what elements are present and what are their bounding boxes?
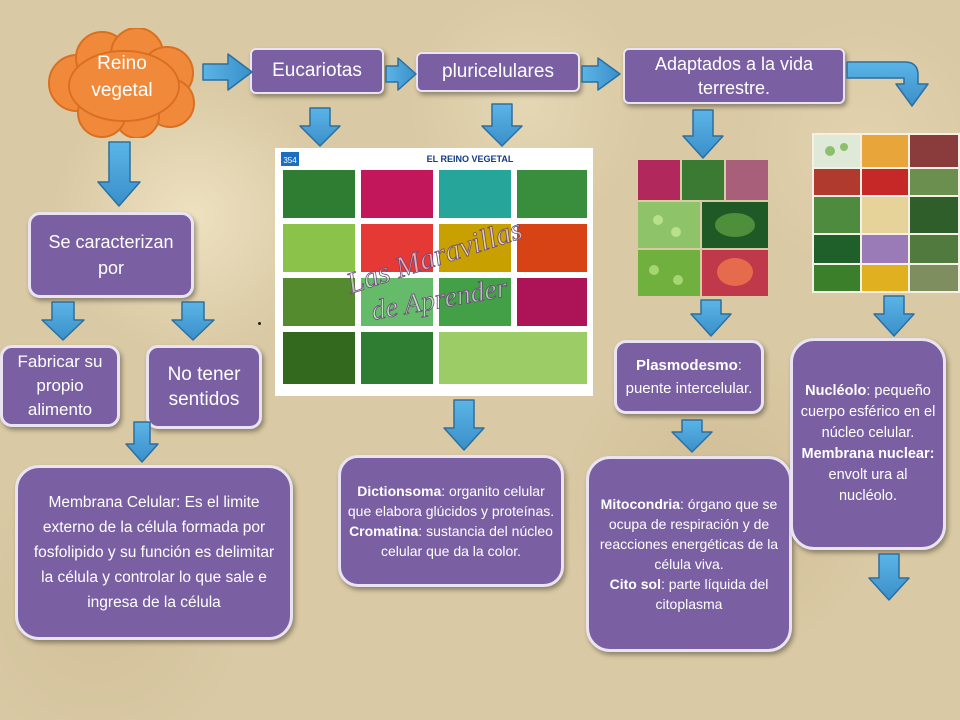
vegetal-label: vegetal [91,80,153,101]
membrana-nuclear-term: Membrana nuclear: [801,446,935,462]
arrow-poster-down [443,399,485,451]
cromatina-term: Cromatina [349,523,419,539]
arrow-grid-down [873,295,915,337]
plants-grid [812,133,960,293]
dictionsoma-box: Dictionsoma: organito celular que elabor… [338,455,564,587]
poster-title: EL REINO VEGETAL [427,154,514,164]
mitocondria-box: Mitocondria: órgano que se ocupa de resp… [586,456,792,652]
membrana-nuclear-text: envolt ura al nucléolo. [828,467,908,504]
citosol-term: Cito sol [609,576,661,592]
arrow-pluricelulares-down [481,103,523,147]
poster-number: 354 [283,156,297,165]
plasmodesmo-box: Plasmodesmo: puente intercelular. [614,340,764,414]
reino-vegetal-text: Reino vegetal [62,50,182,104]
pluricelulares-label: pluricelulares [442,61,554,82]
arrow-eucariotas-down [299,107,341,147]
adaptados-box: Adaptados a la vida terrestre. [623,48,845,104]
pluricelulares-box: pluricelulares [416,52,580,92]
mitocondria-text: : órgano que se ocupa de respiración y d… [599,496,779,572]
membrana-celular-box: Membrana Celular: Es el limite externo d… [15,465,293,640]
arrow-adaptados-curve [846,61,929,107]
caracterizan-label: Se caracterizan por [48,232,174,278]
fabricar-box: Fabricar su propio alimento [0,345,120,427]
plasmodesmo-text: : puente intercelular. [625,357,753,397]
nucleolo-box: Nucléolo: pequeño cuerpo esférico en el … [790,338,946,550]
reino-vegetal-poster: 354 EL REINO VEGETAL Las Maravillas de A… [275,148,593,396]
citosol-text: : parte líquida del citoplasma [655,576,769,612]
caracterizan-box: Se caracterizan por [28,212,194,298]
arrow-nucleolo-down [868,553,910,601]
arrow-caracterizan-to-fabricar [41,301,85,341]
arrow-cloud-down [97,141,141,207]
arrow-eucariotas-to-pluricelulares [385,57,417,91]
arrow-plasmodesmo-down [671,419,713,453]
plasmodesmo-term: Plasmodesmo [636,357,738,374]
arrow-cloud-to-eucariotas [202,53,253,91]
nucleolo-term: Nucléolo [805,383,867,399]
arrow-collage-down [690,299,732,337]
eucariotas-label: Eucariotas [272,60,362,81]
fabricar-label: Fabricar su propio alimento [17,352,103,419]
arrow-adaptados-down [682,109,724,159]
cromatina-text: : sustancia del núcleo celular que da la… [380,523,553,559]
stray-dot [258,322,261,325]
reino-vegetal-cloud [48,28,195,138]
arrow-pluricelulares-to-adaptados [581,57,621,91]
reino-label: Reino [97,53,147,74]
dictionsoma-text: : organito celular que elabora glúcidos … [347,483,555,519]
dictionsoma-term: Dictionsoma [357,483,442,499]
arrow-caracterizan-to-no-sentidos [171,301,215,341]
membrana-celular-text: Membrana Celular: Es el limite externo d… [33,494,275,611]
nucleolo-text: : pequeño cuerpo esférico en el núcleo c… [800,383,936,441]
mitocondria-term: Mitocondria [600,496,681,512]
no-sentidos-box: No tener sentidos [146,345,262,429]
adaptados-label: Adaptados a la vida terrestre. [654,54,814,98]
plants-collage [638,160,768,296]
eucariotas-box: Eucariotas [250,48,384,94]
no-sentidos-label: No tener sentidos [167,364,241,410]
